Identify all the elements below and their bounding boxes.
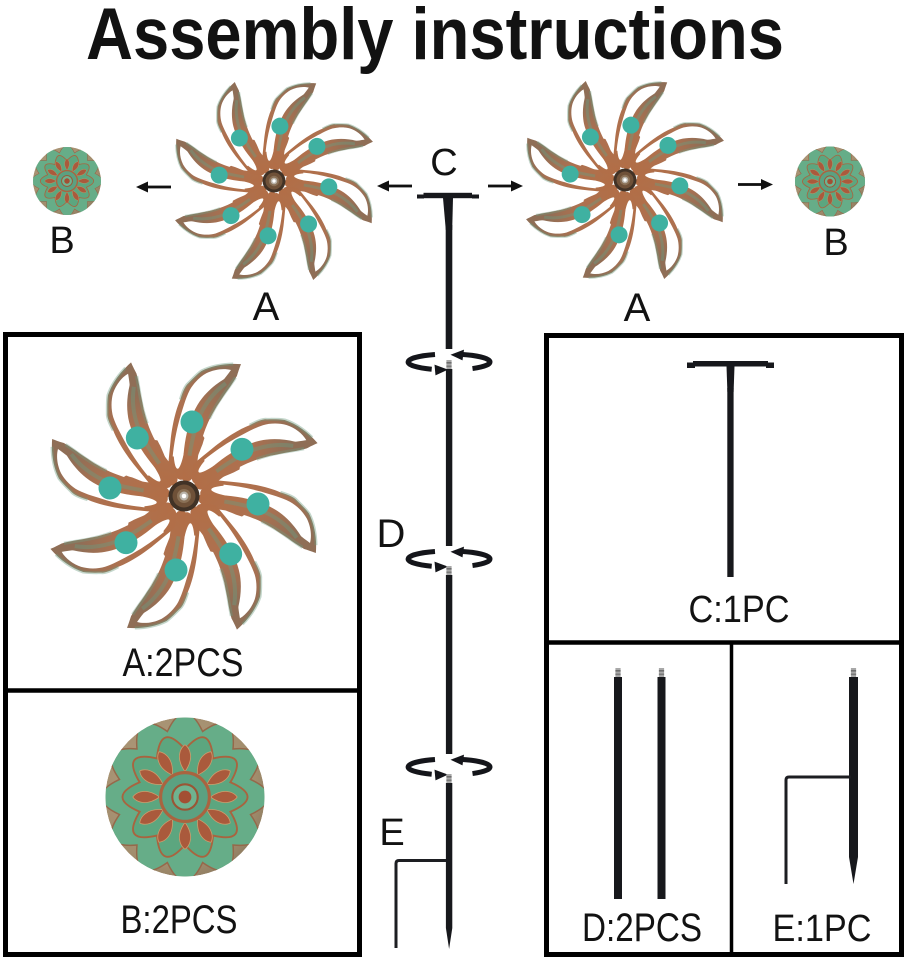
svg-text:B: B <box>823 222 848 264</box>
svg-text:C: C <box>430 142 457 184</box>
svg-text:Assembly instructions: Assembly instructions <box>86 0 784 75</box>
svg-text:A:2PCS: A:2PCS <box>123 641 244 685</box>
svg-text:B:2PCS: B:2PCS <box>121 898 238 942</box>
svg-text:D:2PCS: D:2PCS <box>582 906 702 950</box>
svg-text:C:1PC: C:1PC <box>689 589 790 631</box>
svg-text:E:1PC: E:1PC <box>773 908 872 950</box>
svg-text:A: A <box>624 286 651 330</box>
svg-text:A: A <box>253 285 280 329</box>
svg-text:E: E <box>379 812 404 854</box>
svg-text:D: D <box>377 512 406 556</box>
svg-text:B: B <box>49 220 74 262</box>
